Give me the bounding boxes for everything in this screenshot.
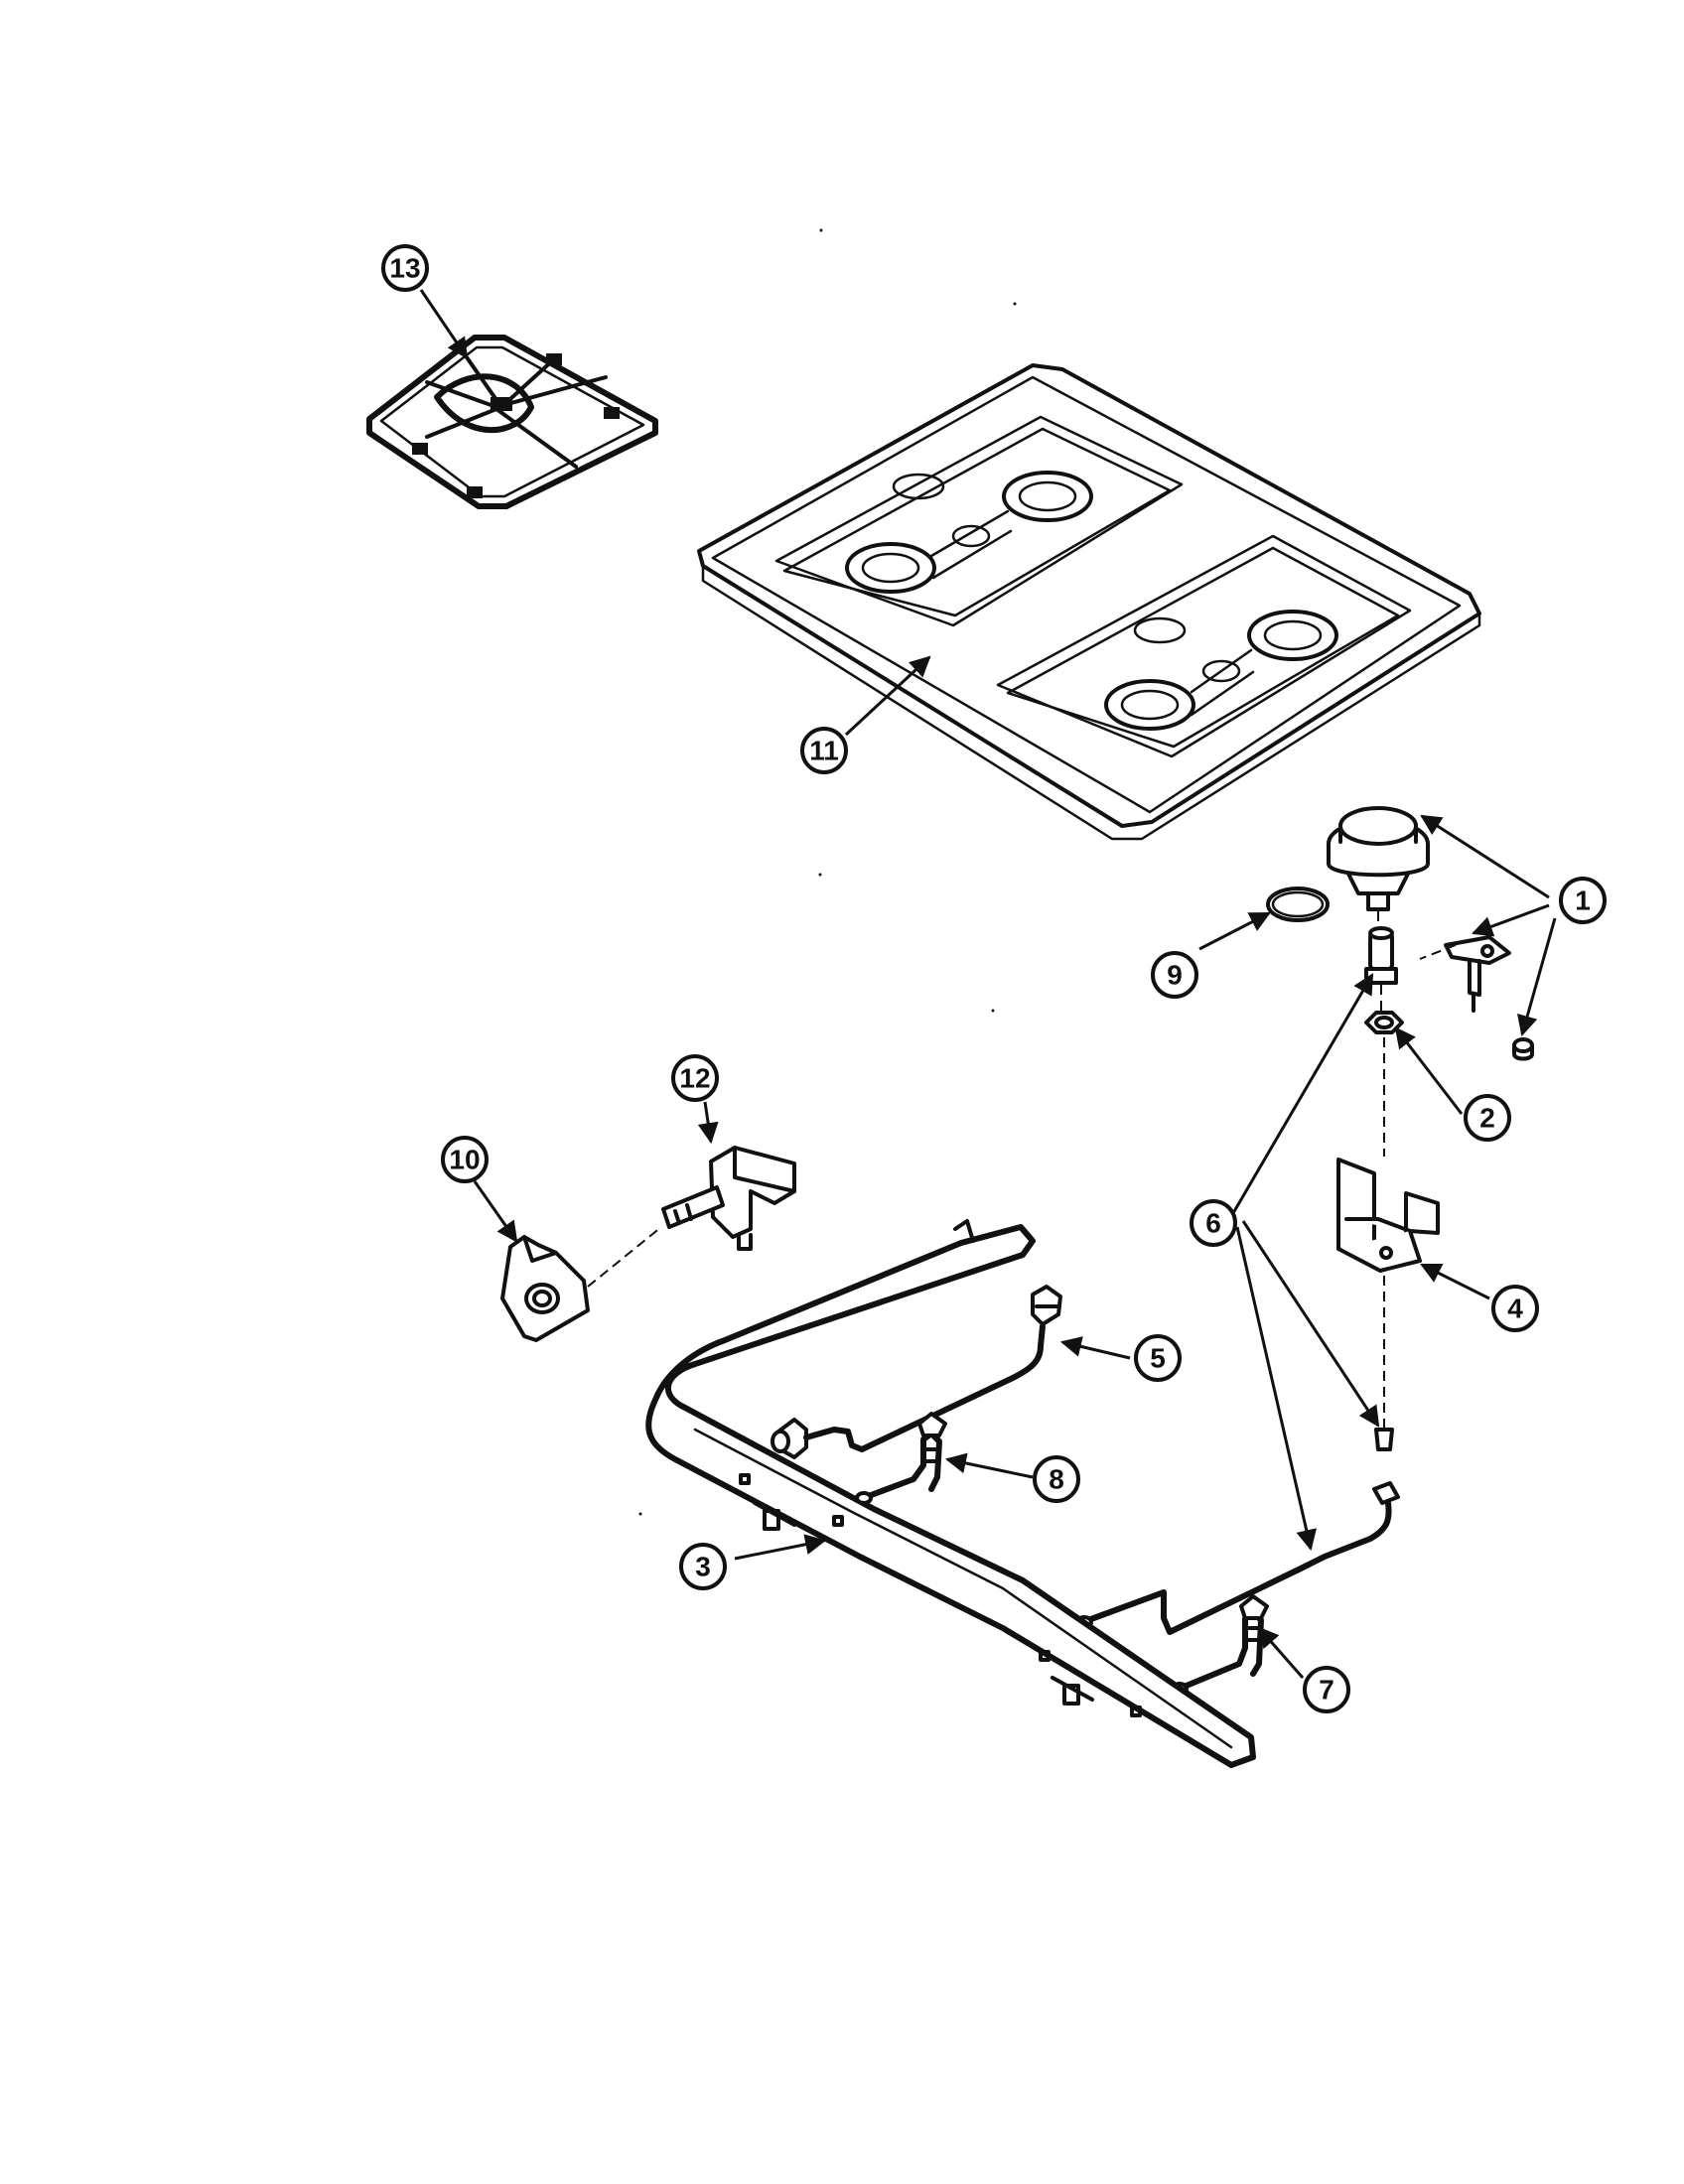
callout-11: 11 [800, 727, 848, 774]
o-ring [1266, 887, 1330, 922]
gas-valve [661, 1146, 796, 1251]
callout-label: 12 [679, 1063, 710, 1094]
callout-label: 13 [389, 253, 420, 284]
callout-8: 8 [1033, 1455, 1080, 1503]
leader-lines [419, 289, 1557, 1679]
callout-label: 5 [1150, 1343, 1166, 1374]
callout-label: 10 [449, 1145, 480, 1175]
callout-label: 3 [695, 1552, 711, 1582]
callout-3: 3 [679, 1543, 727, 1590]
callout-label: 9 [1167, 960, 1183, 991]
burner-grate [366, 335, 658, 509]
gas-manifold [645, 1219, 1256, 1768]
callout-label: 4 [1507, 1294, 1523, 1324]
gas-line-upper [771, 1285, 1062, 1459]
hex-nut [1364, 985, 1404, 1034]
callout-1: 1 [1559, 877, 1607, 924]
burner-bracket [1336, 1037, 1440, 1273]
callout-6: 6 [1190, 1199, 1237, 1247]
callout-label: 11 [809, 736, 839, 766]
burner-assembly [1327, 806, 1534, 1061]
callout-label: 8 [1049, 1464, 1064, 1495]
burner-tube-rear [855, 1412, 947, 1505]
callout-label: 7 [1319, 1675, 1334, 1706]
callout-13: 13 [381, 244, 429, 292]
callout-5: 5 [1134, 1334, 1182, 1382]
callout-4: 4 [1491, 1285, 1539, 1332]
callout-2: 2 [1464, 1094, 1511, 1142]
callout-12: 12 [671, 1054, 719, 1102]
control-knob [500, 1226, 662, 1342]
callout-10: 10 [441, 1136, 489, 1183]
callout-label: 6 [1205, 1208, 1221, 1239]
callout-7: 7 [1303, 1666, 1350, 1713]
gas-tubing-right [1075, 1276, 1400, 1635]
callout-label: 1 [1575, 886, 1591, 916]
scan-specks [638, 228, 1017, 1516]
callout-label: 2 [1479, 1103, 1495, 1134]
cooktop-panel [697, 363, 1481, 841]
callout-9: 9 [1151, 951, 1198, 999]
